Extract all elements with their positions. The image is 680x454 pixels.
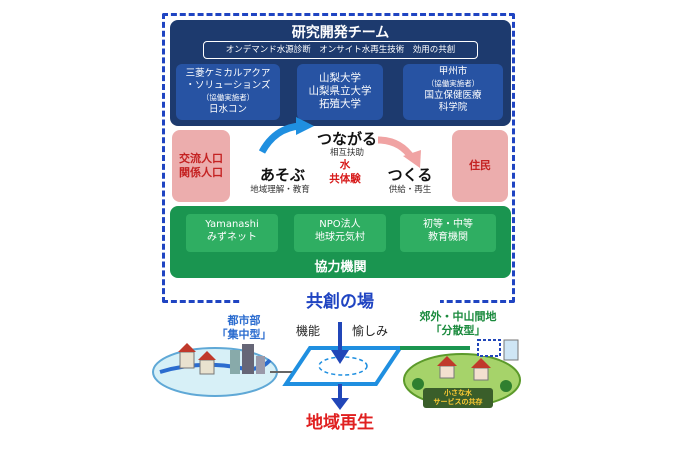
plaza-water-ring xyxy=(318,356,368,376)
small-water-label-bg xyxy=(423,388,493,408)
pink-arrow-head xyxy=(403,150,421,168)
small-water-line2: サービスの共存 xyxy=(433,398,483,406)
coop-3-line2: 教育機関 xyxy=(428,232,468,243)
member-2-line2: 山梨県立大学 xyxy=(308,85,372,97)
tsukuru-title: つくる xyxy=(387,166,433,184)
member-1-line1: 三菱ケミカルアクア xyxy=(185,68,271,79)
member-3-line4: 科学院 xyxy=(438,102,468,113)
tsukuru-sub: 供給・再生 xyxy=(388,185,432,195)
tsunagaru-sub: 相互扶助 xyxy=(329,148,364,158)
coop-1-line2: みずネット xyxy=(207,232,257,243)
enjoyment-label: 愉しみ xyxy=(352,324,389,338)
member-1-line4: 日水コン xyxy=(208,104,247,115)
member-box-1: 三菱ケミカルアクア ・ソリューションズ （協働実施者） 日水コン xyxy=(176,64,280,120)
member-3-line1: 甲州市 xyxy=(438,66,468,77)
coop-2-line1: NPO法人 xyxy=(319,219,361,230)
small-water-line1: 小さな水 xyxy=(444,389,472,397)
cooperation-title: 協力機関 xyxy=(314,260,367,275)
visitor-line1: 交流人口 xyxy=(179,152,223,165)
urban-roof-1 xyxy=(178,343,196,352)
coop-box-1: Yamanashi みずネット xyxy=(186,214,278,252)
rural-house-1 xyxy=(439,365,455,379)
urban-house-1 xyxy=(179,351,195,369)
research-team-subtitle: オンデマンド水源診断 オンサイト水再生技術 効用の共創 xyxy=(203,41,478,59)
urban-building-3 xyxy=(256,356,265,374)
member-1-line3: （協働実施者） xyxy=(201,93,255,102)
regional-revitalization-label: 地域再生 xyxy=(306,413,374,433)
small-water-label: 小さな水 サービスの共存 xyxy=(423,389,493,407)
blue-curve-arrow-body xyxy=(258,122,301,154)
kyoso-label: 共創の場 xyxy=(240,287,440,312)
visitor-line2: 関係人口 xyxy=(179,166,223,179)
asobu-title: あそぶ xyxy=(259,166,305,184)
rural-tank xyxy=(503,339,519,361)
asobu-sub: 地域理解・教育 xyxy=(250,185,310,195)
urban-roof-2 xyxy=(198,351,216,360)
water-line2: 共体験 xyxy=(329,173,361,185)
rural-line2: 「分散型」 xyxy=(430,324,486,337)
rural-line1: 郊外・中山間地 xyxy=(419,310,497,323)
tsunagaru-title: つながる xyxy=(316,130,377,148)
research-team-title: 研究開発チーム xyxy=(291,25,390,41)
member-box-2: 山梨大学 山梨県立大学 拓殖大学 xyxy=(297,64,383,120)
rural-house-2 xyxy=(473,367,489,381)
rural-facility xyxy=(477,339,501,357)
member-2-line3: 拓殖大学 xyxy=(319,98,361,110)
water-co-experience: 水 共体験 xyxy=(320,158,370,186)
member-3-line3: 国立保健医療 xyxy=(424,90,482,101)
member-2-line1: 山梨大学 xyxy=(319,72,361,84)
member-1-line2: ・ソリューションズ xyxy=(185,80,271,91)
rural-roof-2 xyxy=(471,358,491,368)
coop-2-line2: 地球元気村 xyxy=(315,232,365,243)
down-arrow-bottom-head xyxy=(331,398,349,410)
coop-box-2: NPO法人 地球元気村 xyxy=(294,214,386,252)
rural-label: 郊外・中山間地 「分散型」 xyxy=(410,310,506,338)
rural-roof-1 xyxy=(437,356,457,366)
coop-3-line1: 初等・中等 xyxy=(423,219,473,230)
coop-box-3: 初等・中等 教育機関 xyxy=(400,214,496,252)
urban-building-2 xyxy=(242,344,254,374)
rural-tree-2 xyxy=(500,380,512,392)
member-3-line2: （協働実施者） xyxy=(426,79,480,88)
residents-box: 住民 xyxy=(452,130,508,202)
urban-line2: 「集中型」 xyxy=(216,328,272,341)
rural-tree-1 xyxy=(412,378,424,390)
member-box-3: 甲州市 （協働実施者） 国立保健医療 科学院 xyxy=(403,64,503,120)
visitor-population-box: 交流人口 関係人口 xyxy=(172,130,230,202)
blue-arrow-head xyxy=(296,117,314,135)
urban-house-2 xyxy=(199,359,215,375)
urban-label: 都市部 「集中型」 xyxy=(214,314,274,342)
down-arrow-top-head xyxy=(331,350,349,364)
water-line1: 水 xyxy=(339,159,351,171)
urban-building-1 xyxy=(230,350,240,374)
function-label: 機能 xyxy=(296,324,321,338)
coop-1-line1: Yamanashi xyxy=(205,219,259,230)
urban-line1: 都市部 xyxy=(227,314,261,327)
